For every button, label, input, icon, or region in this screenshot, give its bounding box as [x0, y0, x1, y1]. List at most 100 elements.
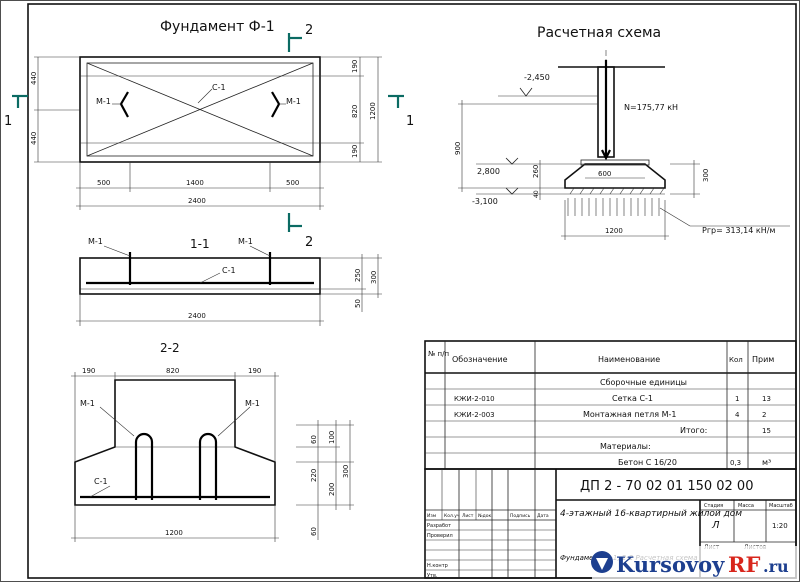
scheme-dim-900: 900 — [454, 142, 462, 155]
spec-row-4-name: Итого: — [680, 426, 707, 435]
section-2-dim-top-mid: 820 — [166, 367, 179, 375]
spec-row-1-name: Сборочные единицы — [600, 378, 687, 387]
stamp-col-4: №док. — [478, 513, 493, 519]
stamp-role-2: Проверил — [427, 533, 453, 539]
spec-row-2-designation: КЖИ-2-010 — [454, 395, 495, 403]
scheme-pressure-label: Pгр= 313,14 кН/м — [702, 226, 775, 235]
section-2-loop-left — [134, 432, 154, 500]
stamp-col-6: Дата — [537, 513, 549, 519]
spec-row-2-name: Сетка С-1 — [612, 394, 653, 403]
plan-inner — [86, 62, 314, 157]
cut-mark-1-right-label: 1 — [406, 114, 414, 129]
spec-header-name: Наименование — [598, 355, 660, 364]
scheme-dim-600: 600 — [598, 170, 611, 178]
stamp-stage: Л — [711, 520, 720, 531]
watermark: Kursovoy RF .ru — [591, 546, 798, 580]
plan-dim-bottom-mid: 1400 — [186, 179, 204, 187]
scheme-dim-40: 40 — [533, 190, 540, 198]
section-2-dim-c: 220 — [310, 469, 318, 482]
plan-dim-right-mid: 820 — [351, 105, 359, 118]
section-2-loop-right-label: М-1 — [245, 399, 260, 408]
scheme-level-mid: 2,800 — [477, 167, 500, 176]
stamp-col-3: Лист — [462, 513, 474, 519]
stamp-scale: 1:20 — [772, 522, 788, 530]
spec-row-3-designation: КЖИ-2-003 — [454, 411, 495, 419]
plan-loop-right-label: М-1 — [286, 97, 301, 106]
plan-view: М-1 М-1 С-1 440 440 190 820 190 1200 500… — [4, 23, 414, 250]
plan-dim-right-top: 190 — [351, 60, 359, 73]
section-2-view: М-1 М-1 С-1 190 820 190 60 100 220 200 3… — [71, 367, 354, 542]
plan-dim-left-bottom: 440 — [30, 132, 38, 145]
calc-scheme-title: Расчетная схема — [537, 25, 661, 41]
plan-loop-left-label: М-1 — [96, 97, 111, 106]
section-1-dim-c: 50 — [354, 299, 362, 308]
cut-mark-2-bottom-label: 2 — [305, 235, 313, 250]
spec-header-note: Прим — [752, 355, 774, 364]
watermark-text-a: Kursovoy — [616, 552, 725, 577]
plan-dim-right-total: 1200 — [369, 102, 377, 120]
scheme-dim-300: 300 — [702, 169, 710, 182]
section-2-dim-total: 1200 — [165, 529, 183, 537]
plan-loop-left — [119, 91, 129, 118]
section-2-dim-a: 60 — [310, 435, 318, 444]
spec-row-6-name: Бетон С 16/20 — [618, 458, 677, 467]
stamp-scale-header: Масштаб — [769, 503, 793, 509]
spec-header-designation: Обозначение — [452, 355, 508, 364]
spec-row-3-note: 2 — [762, 411, 766, 419]
spec-row-2-qty: 1 — [735, 395, 739, 403]
plan-mesh-leader — [197, 88, 213, 104]
plan-diagonal-2 — [86, 62, 314, 157]
section-1-mesh-label: С-1 — [222, 266, 236, 275]
plan-outline — [79, 56, 321, 163]
section-1-title: 1-1 — [190, 237, 210, 251]
scheme-level-bottom: -3,100 — [472, 197, 498, 206]
plan-mesh-label: С-1 — [212, 83, 226, 92]
section-2-loop-left-label: М-1 — [80, 399, 95, 408]
section-2-dim-d: 200 — [328, 483, 336, 496]
section-1-loop-left-label: М-1 — [88, 237, 103, 246]
section-2-loop-right — [198, 432, 218, 500]
calc-scheme: N=175,77 кН -2,450 900 2,800 -3,100 260 … — [454, 50, 790, 240]
spec-header-pos: № п/п — [428, 350, 449, 358]
plan-dim-left-top: 440 — [30, 72, 38, 85]
stamp-mass-header: Масса — [738, 503, 754, 509]
stamp-role-1: Разработ — [427, 523, 451, 529]
stamp-col-2: Кол.уч — [444, 513, 460, 519]
plan-dim-bottom-total: 2400 — [188, 197, 206, 205]
plan-dim-bottom-right: 500 — [286, 179, 299, 187]
spec-header-qty: Кол — [729, 356, 743, 364]
scheme-load-label: N=175,77 кН — [624, 103, 678, 112]
section-2-dim-e: 300 — [342, 465, 350, 478]
scheme-pressure-arrows — [565, 187, 665, 216]
watermark-text-b: RF — [728, 552, 760, 577]
stamp-col-5: Подпись — [510, 513, 531, 519]
spec-row-6-qty: 0,3 — [730, 459, 741, 467]
plan-dim-right-bottom: 190 — [351, 145, 359, 158]
spec-row-3-name: Монтажная петля М-1 — [583, 410, 676, 419]
stamp-stage-header: Стадия — [704, 503, 723, 509]
stamp-project: 4-этажный 16-квартирный жилой дом — [560, 509, 742, 519]
section-1-outline — [79, 257, 321, 295]
foundation-title: Фундамент Ф-1 — [160, 19, 275, 35]
spec-row-2-note: 13 — [762, 395, 771, 403]
scheme-footing — [564, 163, 666, 189]
scheme-dim-1200: 1200 — [605, 227, 623, 235]
stamp-role-5: Утв. — [427, 573, 438, 579]
scheme-level-top: -2,450 — [524, 73, 550, 82]
section-2-dim-f: 60 — [310, 527, 318, 536]
plan-dim-bottom-left: 500 — [97, 179, 110, 187]
section-2-dim-top-right: 190 — [248, 367, 261, 375]
spec-row-5-name: Материалы: — [600, 442, 651, 451]
stamp-col-1: Изм — [427, 513, 436, 519]
stamp-role-4: Н.контр — [427, 563, 448, 569]
section-1-loop-right-label: М-1 — [238, 237, 253, 246]
scheme-dim-260: 260 — [532, 165, 540, 178]
section-2-title: 2-2 — [160, 341, 180, 355]
sheet-inner-frame — [27, 3, 797, 579]
section-2-dim-top-left: 190 — [82, 367, 95, 375]
section-1-view: М-1 М-1 С-1 250 300 50 2400 — [76, 237, 382, 326]
section-1-dim-total: 2400 — [188, 312, 206, 320]
section-1-dim-a: 250 — [354, 269, 362, 282]
